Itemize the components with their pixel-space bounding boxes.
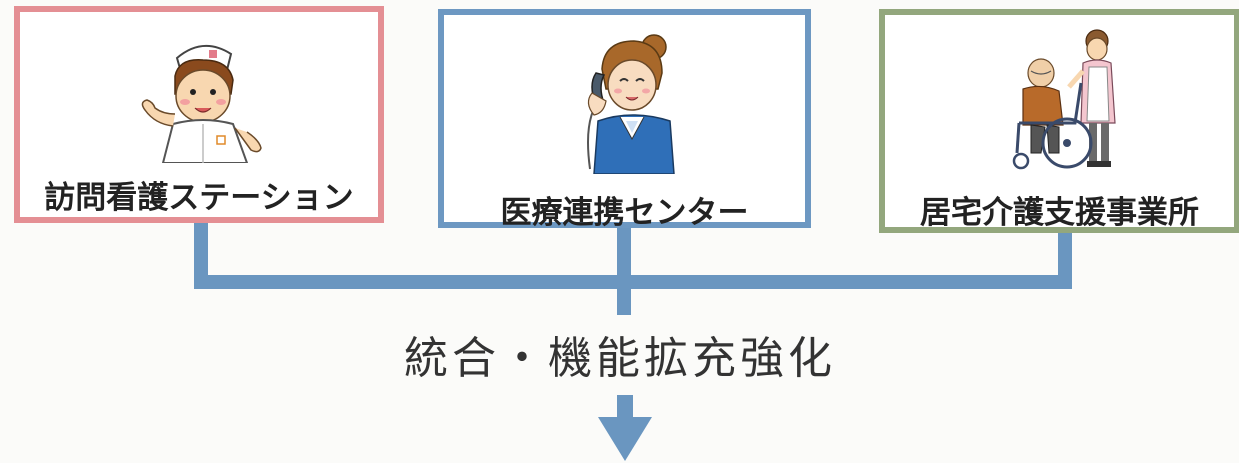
connector-center-down xyxy=(617,228,631,285)
nurse-station-label: 訪問看護ステーション xyxy=(44,180,354,216)
arrow-down-icon xyxy=(598,395,652,461)
wheelchair-caregiver-icon xyxy=(1012,29,1116,170)
connector-nurse-down xyxy=(194,223,208,285)
telephone-operator-icon xyxy=(587,34,675,174)
nurse-icon xyxy=(141,45,262,163)
connector-care-down xyxy=(1058,233,1072,285)
node-care-office: 居宅介護支援事業所 xyxy=(879,9,1239,233)
care-office-label: 居宅介護支援事業所 xyxy=(920,195,1199,231)
integration-caption: 統合・機能拡充強化 xyxy=(404,333,836,384)
node-nurse-station: 訪問看護ステーション xyxy=(14,6,384,223)
connector-horizontal xyxy=(194,275,1072,289)
node-coordination-center: 医療連携センター xyxy=(438,9,811,231)
connector-to-caption xyxy=(617,289,631,315)
coordination-center-label: 医療連携センター xyxy=(500,195,749,231)
